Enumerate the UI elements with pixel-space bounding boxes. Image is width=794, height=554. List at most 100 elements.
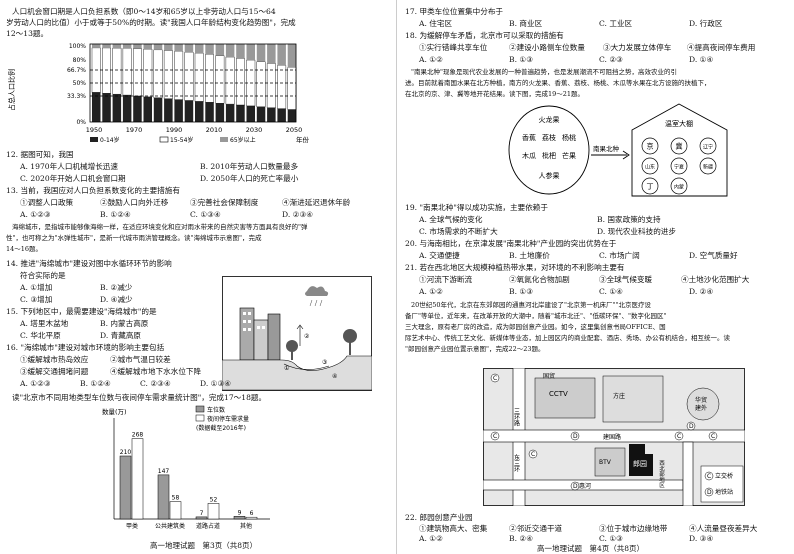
building-icon: [267, 313, 281, 361]
option-c[interactable]: C. ②③④: [140, 379, 171, 388]
option-a[interactable]: A. ①②: [419, 55, 443, 64]
option-b[interactable]: B. 内蒙古高原: [100, 319, 149, 328]
option-b[interactable]: B. ①③: [509, 55, 534, 64]
option-d[interactable]: D. ④减少: [100, 295, 133, 304]
greenhouse-title: 温室大棚: [665, 119, 693, 128]
plot-frame: [89, 43, 297, 123]
building-icon: [253, 319, 269, 361]
cctv-block: [534, 377, 596, 419]
stacked-bars: [91, 44, 297, 122]
label-3: ③: [322, 359, 327, 366]
bar-segment-15-64: [112, 47, 122, 95]
option-d[interactable]: D. 空气质量好: [689, 251, 738, 260]
data-label: 58: [172, 495, 180, 502]
option-a[interactable]: A. 住宅区: [419, 19, 453, 28]
subway-icon: [704, 487, 714, 497]
legend-swatch-demand: [195, 414, 205, 422]
question-15-stem: 15. 下列地区中，最需要建设"海绵城市"的是: [6, 307, 157, 316]
passage-text: 性"，也可称之为"水弹性城市"，是新一代城市雨洪管理概念。读"海绵城市示意图"，…: [6, 234, 262, 242]
option-d[interactable]: D. 2050年人口的死亡率最小: [200, 174, 299, 183]
fruit-label: 荔枝: [542, 133, 556, 142]
map-label: 东三环: [513, 453, 520, 473]
question-14-stem-cont: 符合实际的是: [20, 271, 66, 280]
option-a[interactable]: A. 交通便捷: [419, 251, 460, 260]
place-label: 宁夏: [674, 164, 684, 171]
option-c[interactable]: C. 市场广阔: [599, 251, 640, 260]
bar-segment-15-64: [143, 49, 153, 98]
south-fruit-list: 火龙果 香蕉 荔枝 杨桃 木瓜 枇杷 芒果 人参果: [522, 115, 576, 180]
bar-segment-65: [153, 44, 163, 50]
place-circle: [670, 177, 688, 195]
option-c[interactable]: C. ①④: [599, 287, 623, 296]
option-c[interactable]: C. ②③: [599, 55, 623, 64]
option-c[interactable]: C. ③增加: [20, 295, 53, 304]
question-13-stem: 13. 当前，我国应对人口负担系数变化的主要措施有: [6, 186, 180, 195]
map-label: 华贸: [695, 396, 707, 404]
y-axis-label: 占总人口比例: [7, 69, 16, 111]
x-tick: 1990: [166, 126, 183, 134]
fruit-label: 人参果: [539, 171, 560, 180]
passage-text: "郎园创意产业园位置示意图"，完成22～23题。: [405, 345, 545, 353]
ground: [222, 355, 372, 391]
option-c[interactable]: C. 华北平原: [20, 331, 61, 340]
bar-segment-0-14: [287, 109, 297, 122]
option-c[interactable]: C. 市场需求的不断扩大: [419, 227, 498, 236]
bar-segment-15-64: [184, 52, 194, 101]
place-circle: [641, 177, 659, 195]
passage-text: "南果北种"现象是现代农业发展的一种普遍趋势，也是发展潮流不可阻挡之势，高效农业…: [411, 68, 677, 76]
option-a[interactable]: A. ①②: [419, 287, 443, 296]
option-a[interactable]: A. ①②③: [20, 379, 51, 388]
option-b[interactable]: B. ①③: [509, 287, 534, 296]
bar-segment-65: [205, 44, 214, 55]
option-b[interactable]: B. ②减少: [100, 283, 133, 292]
bar-segment-0-14: [267, 107, 276, 122]
building-icon: [239, 307, 255, 361]
option-d[interactable]: D. ①④: [689, 55, 714, 64]
option-d[interactable]: D. 行政区: [689, 19, 723, 28]
option-c[interactable]: C. 2020年开始人口机会窗口期: [20, 174, 126, 183]
option-d[interactable]: D. ③④: [689, 534, 714, 543]
option-c[interactable]: C. ①③④: [190, 210, 221, 219]
option-d[interactable]: D. ②④: [689, 287, 714, 296]
option-b[interactable]: B. ②④: [509, 534, 534, 543]
option-b[interactable]: B. ①②④: [100, 210, 131, 219]
category-label: 道路占道: [196, 522, 220, 530]
passage-text: 20世纪50年代，北京在东郊郎园的通惠河北岸建设了"北京第一机床厂""北京医疗设: [411, 301, 652, 309]
block: [602, 375, 664, 423]
option-b[interactable]: B. 国家政策的支持: [597, 215, 661, 224]
option-a[interactable]: A. 1970年人口机械增长迅速: [20, 162, 118, 171]
fruit-label: 枇杷: [542, 151, 556, 160]
data-label: 52: [210, 496, 218, 503]
option-a[interactable]: A. ①②: [419, 534, 443, 543]
legend-swatch-15-64: [159, 136, 169, 143]
option-b[interactable]: B. 土地廉价: [509, 251, 550, 260]
legend-swatch-65: [220, 137, 228, 142]
bar-segment-65: [174, 44, 183, 52]
option-a[interactable]: A. 全球气候的变化: [419, 215, 483, 224]
option-d[interactable]: D. ②③④: [282, 210, 314, 219]
option-d[interactable]: D. 青藏高原: [100, 331, 142, 340]
option-a[interactable]: A. ①增加: [20, 283, 53, 292]
option-b[interactable]: B. ①②④: [80, 379, 111, 388]
population-structure-chart: 占总人口比例 100% 80% 66.7% 50% 33.3% 0% 1950 …: [7, 43, 310, 144]
arrow-label: 南果北种: [593, 144, 620, 153]
statement: ①实行错峰共享车位: [419, 43, 488, 52]
option-b[interactable]: B. 2010年劳动人口数量最多: [200, 162, 299, 171]
bar-segment-0-14: [133, 95, 142, 122]
option-c[interactable]: C. ①③: [599, 534, 623, 543]
page-3: 人口机会窗口期是人口负担系数（即0～14岁和65岁以上非劳动人口与15～64 岁…: [6, 7, 372, 550]
option-c[interactable]: C. 工业区: [599, 19, 633, 28]
option-d[interactable]: D. ①③④: [200, 379, 232, 388]
bar-segment-65: [184, 44, 194, 53]
bar-segment-65: [215, 44, 225, 56]
option-b[interactable]: B. 商业区: [509, 19, 543, 28]
option-a[interactable]: A. ①②③: [20, 210, 51, 219]
bar-segment-0-14: [195, 101, 204, 122]
option-a[interactable]: A. 塔里木盆地: [20, 319, 69, 328]
bar-segment-15-64: [194, 53, 204, 102]
interchange-markers: C C C C C: [490, 373, 718, 459]
option-d[interactable]: D. 现代农业科技的进步: [597, 227, 676, 236]
langyuan-location-map: 郎园 CCTV 国贸 方庄 华贸 建外 BTV 建国路 通惠河 三环路 东三环 …: [483, 368, 745, 506]
bar-segment-0-14: [174, 99, 183, 122]
south-fruit-ellipse: [508, 105, 590, 195]
